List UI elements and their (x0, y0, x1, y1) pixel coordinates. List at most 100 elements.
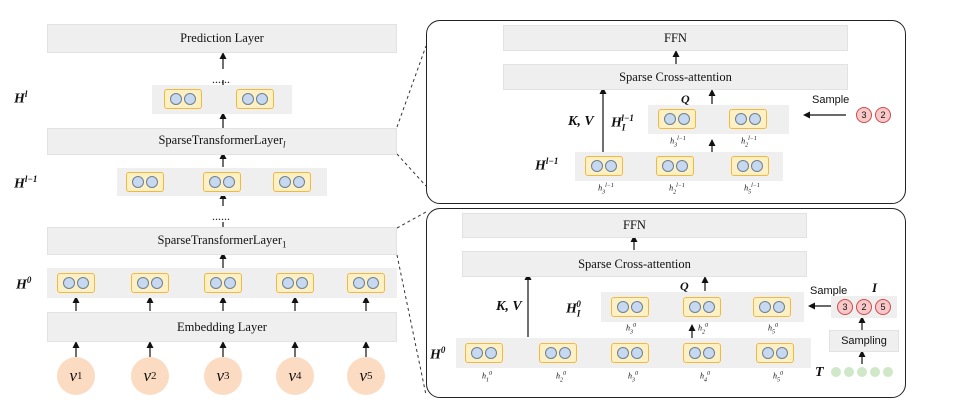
token (658, 109, 696, 129)
token (753, 297, 791, 317)
h-lm1-row (117, 168, 327, 196)
sampling-box: Sampling (829, 330, 899, 352)
bottom-query-label-1: h30 (626, 323, 636, 336)
token (611, 343, 649, 363)
top-cross-attention: Sparse Cross-attention (503, 64, 848, 90)
t-dot (883, 367, 893, 377)
token (273, 172, 311, 192)
top-key-label-2: h2l−1 (669, 183, 685, 196)
prediction-layer: Prediction Layer (47, 24, 397, 53)
bottom-query-row (601, 292, 804, 322)
top-key-label-3: h5l−1 (744, 183, 760, 196)
token (585, 156, 623, 176)
bottom-key-label-2: h20 (556, 371, 566, 384)
h-0-label: H0 (16, 275, 32, 293)
top-cross-attention-label: Sparse Cross-attention (619, 69, 732, 84)
t-dot (844, 367, 854, 377)
token (683, 297, 721, 317)
top-sample-3: 3 (856, 107, 872, 123)
top-sample-2: 2 (875, 107, 891, 123)
sparse-transformer-layer-l: SparseTransformerLayerl (47, 128, 397, 155)
bottom-kv-label: K, V (496, 299, 522, 314)
dash-top-lower (396, 153, 427, 187)
top-ffn-label: FFN (664, 30, 687, 45)
t-dot (831, 367, 841, 377)
bottom-cross-attention: Sparse Cross-attention (462, 251, 807, 277)
top-kv-label: K, V (568, 114, 594, 129)
token (203, 172, 241, 192)
ellipsis-middle: ...... (212, 209, 230, 223)
bottom-sample-3: 3 (837, 299, 853, 315)
dash-bottom-lower (396, 254, 427, 396)
top-query-label-1: h3l−1 (670, 136, 686, 149)
t-dot (870, 367, 880, 377)
h-lm1-label: Hl−1 (14, 174, 38, 192)
bottom-hi-label: HI0 (566, 299, 581, 319)
token (611, 297, 649, 317)
h-0-row (47, 268, 397, 298)
token (131, 273, 169, 293)
token (683, 343, 721, 363)
top-detail-panel (426, 20, 906, 204)
top-query-label-2: h2l−1 (741, 136, 757, 149)
dash-top-upper (396, 45, 427, 128)
bottom-key-row (456, 338, 811, 368)
bottom-key-label-5: h50 (773, 371, 783, 384)
top-hi-label: HIl−1 (611, 113, 634, 133)
token (347, 273, 385, 293)
token (539, 343, 577, 363)
token (164, 89, 202, 109)
sparse-layer-1-label: SparseTransformerLayer1 (157, 232, 287, 250)
h-l-label: Hl (14, 89, 28, 107)
bottom-query-label-2: h20 (698, 323, 708, 336)
h-l-row (152, 85, 292, 114)
bottom-sample-label: Sample (810, 285, 848, 297)
embedding-layer-label: Embedding Layer (177, 319, 267, 334)
bottom-ffn: FFN (462, 213, 807, 238)
token (57, 273, 95, 293)
bottom-sample-5: 5 (875, 299, 891, 315)
token (126, 172, 164, 192)
token (729, 109, 767, 129)
top-sample-label: Sample (812, 94, 850, 106)
bottom-key-label-4: h40 (700, 371, 710, 384)
bottom-cross-attention-label: Sparse Cross-attention (578, 256, 691, 271)
bottom-q-label: Q (680, 279, 689, 293)
embedding-layer: Embedding Layer (47, 312, 397, 342)
top-key-label-1: h3l−1 (598, 183, 614, 196)
bottom-i-label: I (872, 280, 878, 295)
sparse-layer-l-label: SparseTransformerLayerl (158, 133, 286, 150)
bottom-ffn-label: FFN (623, 218, 646, 232)
bottom-key-label-3: h30 (628, 371, 638, 384)
dash-bottom-upper (396, 211, 427, 229)
bottom-t-label: T (815, 365, 824, 380)
top-h-label: Hl−1 (535, 156, 559, 174)
bottom-key-label-1: h10 (482, 371, 492, 384)
token (465, 343, 503, 363)
prediction-layer-label: Prediction Layer (180, 31, 264, 45)
token (204, 273, 242, 293)
sampling-label: Sampling (841, 335, 887, 347)
t-dot (857, 367, 867, 377)
top-ffn: FFN (503, 25, 848, 51)
bottom-h0-label: H0 (430, 345, 446, 363)
token (756, 343, 794, 363)
bottom-query-label-3: h50 (768, 323, 778, 336)
top-query-row (648, 105, 789, 134)
token (236, 89, 274, 109)
bottom-sample-2: 2 (856, 299, 872, 315)
bottom-detail-panel (426, 208, 906, 398)
top-key-row (575, 152, 783, 181)
top-q-label: Q (681, 92, 690, 106)
ellipsis-top: ...... (212, 72, 230, 86)
token (276, 273, 314, 293)
sparse-transformer-layer-1: SparseTransformerLayer1 (47, 227, 397, 255)
token (656, 156, 694, 176)
token (731, 156, 769, 176)
